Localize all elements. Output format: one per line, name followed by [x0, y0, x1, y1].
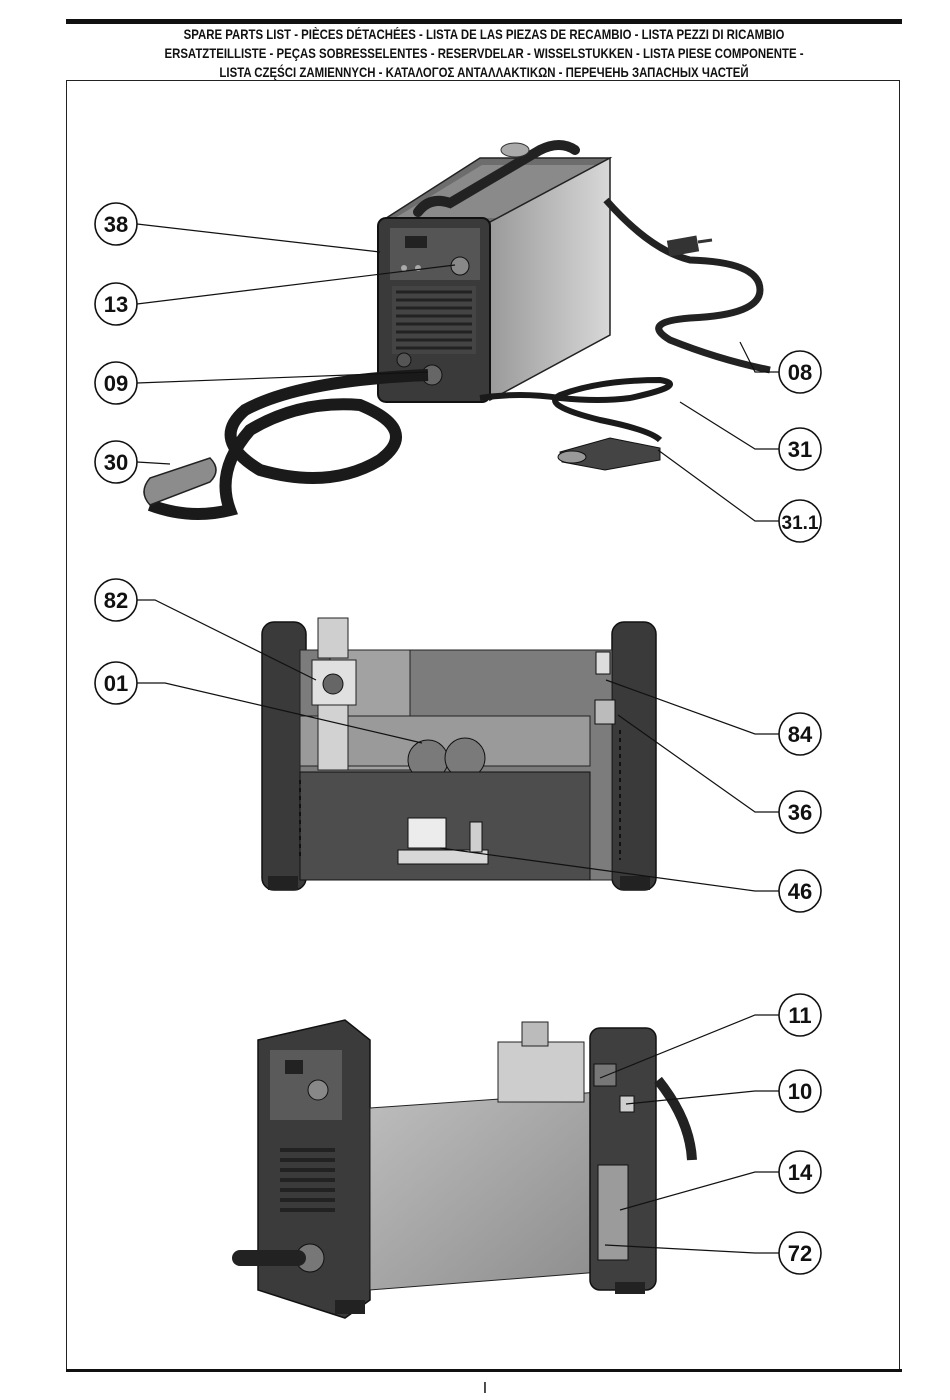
- callout-72: 72: [788, 1241, 812, 1266]
- callout-31: 31: [788, 437, 812, 462]
- callout-84: 84: [788, 722, 813, 747]
- callout-circle-82: [94, 578, 138, 622]
- page-header: SPARE PARTS LIST - PIÈCES DÉTACHÉES - LI…: [133, 25, 835, 82]
- callout-14: 14: [788, 1160, 813, 1185]
- header-rule: [66, 19, 902, 24]
- callout-circle-10: [778, 1069, 822, 1113]
- callout-11: 11: [788, 1003, 811, 1028]
- callout-30: 30: [104, 450, 128, 475]
- callout-08: 08: [788, 360, 812, 385]
- callout-circle-11: [778, 993, 822, 1037]
- callout-01: 01: [104, 671, 128, 696]
- interior-right-figure: [232, 1019, 697, 1319]
- header-line-2: ERSATZTEILLISTE - PEÇAS SOBRESSELENTES -…: [164, 46, 804, 61]
- callout-46: 46: [788, 879, 812, 904]
- callout-circle-14: [778, 1150, 822, 1194]
- callout-82: 82: [104, 588, 128, 613]
- callout-circle-31-1: [778, 499, 822, 543]
- callout-13: 13: [104, 292, 128, 317]
- callout-circle-36: [778, 790, 822, 834]
- callout-circle-08: [778, 350, 822, 394]
- interior-left-figure: [261, 617, 657, 891]
- footer-rule: [66, 1369, 902, 1372]
- machine-overview-figure: [143, 140, 771, 520]
- callout-10: 10: [788, 1079, 812, 1104]
- callout-circle-09: [94, 361, 138, 405]
- callout-circle-38: [94, 202, 138, 246]
- callout-circle-84: [778, 712, 822, 756]
- callout-circle-13: [94, 282, 138, 326]
- callout-09: 09: [104, 371, 128, 396]
- callout-31-1: 31.1: [782, 513, 819, 534]
- callout-36: 36: [788, 800, 812, 825]
- callout-38: 38: [104, 212, 128, 237]
- callout-circle-30: [94, 440, 138, 484]
- callout-circle-01: [94, 661, 138, 705]
- page-number: I: [482, 1380, 488, 1397]
- header-line-1: SPARE PARTS LIST - PIÈCES DÉTACHÉES - LI…: [183, 27, 785, 42]
- leader-lines: [136, 223, 779, 1254]
- header-line-3: LISTA CZĘŚCI ZAMIENNYCH - ΚΑΤΑΛΟΓΟΣ ΑΝΤΑ…: [219, 65, 749, 80]
- callout-circle-31: [778, 427, 822, 471]
- callout-circle-72: [778, 1231, 822, 1275]
- callout-circle-46: [778, 869, 822, 913]
